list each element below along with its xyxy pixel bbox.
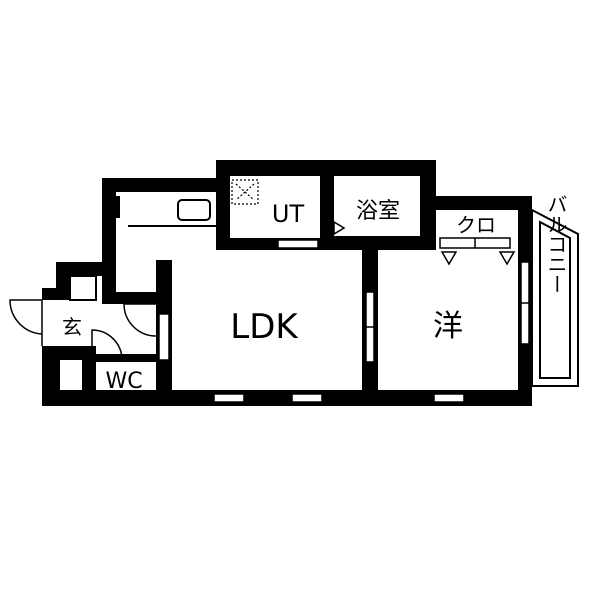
room-label-entrance: 玄 [62,315,82,339]
room-label-ldk: LDK [230,307,299,347]
doors [9,220,346,361]
window-ldk-2 [291,393,323,403]
door-entrance [9,299,43,335]
wall-storage-l [56,360,60,390]
door-wc [91,329,123,361]
room-label-closet: クロ [456,213,496,237]
room-label-utility: UT [272,200,305,228]
kitchen-sink-icon [177,199,211,221]
wall-bath-bottom [320,236,436,250]
wall-entry-left-top [56,262,70,300]
washer-pan [231,179,259,205]
room-label-toilet: WC [105,369,142,394]
door-ut [277,239,319,249]
bath-step-mark [333,220,346,236]
wall-wc-top [88,354,160,362]
room-label-balcony: バルコニー [544,194,568,294]
door-frame-ldk [158,313,170,361]
kitchen-notch-wall [112,196,120,218]
door-ldk [123,303,157,337]
wall-ut-bath [320,176,334,238]
wall-top-kitchen [102,178,220,192]
closet-marker-right [498,251,516,266]
balcony-outline [531,208,579,387]
shoe-box [69,275,97,301]
closet-marker-left [440,251,458,266]
wall-entry-left-high [42,288,56,300]
room-label-western: 洋 [433,309,463,344]
wall-kitchen-step [102,292,172,304]
thin-lines [69,208,579,387]
wall-entry-left-low [42,346,56,406]
wall-ut-left [216,160,230,250]
closet-markers [440,251,516,266]
washer-x2 [235,183,255,201]
wall-closet-top [420,196,532,210]
balcony-inner [539,220,571,379]
wall-genkan-bottom [56,346,96,360]
wall-top-ut-bath [216,160,436,176]
storage-box [56,360,86,390]
window-ldk-1 [213,393,245,403]
room-label-bath: 浴室 [356,199,400,224]
window-western [433,393,465,403]
wall-wc-left [82,360,96,396]
washing-machine-pan-icon [231,179,259,205]
windows [158,237,530,403]
